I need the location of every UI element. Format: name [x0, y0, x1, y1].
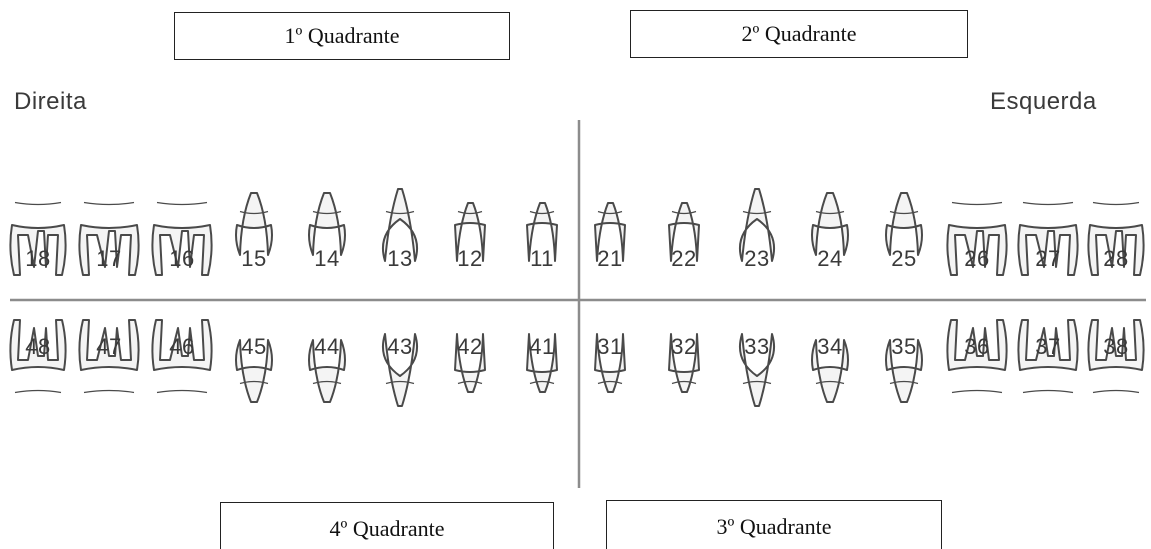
tooth-number-26: 26 [947, 246, 1007, 272]
tooth-number-37: 37 [1018, 334, 1078, 360]
tooth-number-41: 41 [512, 334, 572, 360]
tooth-number-47: 47 [79, 334, 139, 360]
tooth-number-31: 31 [580, 334, 640, 360]
tooth-18-crown-line [15, 203, 61, 205]
tooth-number-43: 43 [370, 334, 430, 360]
tooth-number-42: 42 [440, 334, 500, 360]
tooth-47-crown-line [84, 391, 134, 393]
tooth-number-21: 21 [580, 246, 640, 272]
tooth-number-48: 48 [8, 334, 68, 360]
tooth-number-44: 44 [297, 334, 357, 360]
tooth-number-11: 11 [512, 246, 572, 272]
tooth-number-45: 45 [224, 334, 284, 360]
tooth-number-23: 23 [727, 246, 787, 272]
tooth-number-36: 36 [947, 334, 1007, 360]
tooth-number-18: 18 [8, 246, 68, 272]
tooth-26-crown-line [952, 203, 1002, 205]
tooth-46-crown-line [157, 391, 207, 393]
tooth-number-16: 16 [152, 246, 212, 272]
tooth-number-12: 12 [440, 246, 500, 272]
tooth-number-33: 33 [727, 334, 787, 360]
tooth-37-crown-line [1023, 391, 1073, 393]
tooth-27-crown-line [1023, 203, 1073, 205]
tooth-number-28: 28 [1086, 246, 1146, 272]
tooth-28-crown-line [1093, 203, 1139, 205]
tooth-number-13: 13 [370, 246, 430, 272]
tooth-number-46: 46 [152, 334, 212, 360]
tooth-number-15: 15 [224, 246, 284, 272]
tooth-38-crown-line [1093, 391, 1139, 393]
tooth-number-22: 22 [654, 246, 714, 272]
tooth-number-34: 34 [800, 334, 860, 360]
tooth-number-17: 17 [79, 246, 139, 272]
tooth-number-38: 38 [1086, 334, 1146, 360]
tooth-36-crown-line [952, 391, 1002, 393]
tooth-number-32: 32 [654, 334, 714, 360]
tooth-number-27: 27 [1018, 246, 1078, 272]
tooth-48-crown-line [15, 391, 61, 393]
tooth-16-crown-line [157, 203, 207, 205]
tooth-number-25: 25 [874, 246, 934, 272]
tooth-number-14: 14 [297, 246, 357, 272]
tooth-number-35: 35 [874, 334, 934, 360]
tooth-number-24: 24 [800, 246, 860, 272]
tooth-17-crown-line [84, 203, 134, 205]
